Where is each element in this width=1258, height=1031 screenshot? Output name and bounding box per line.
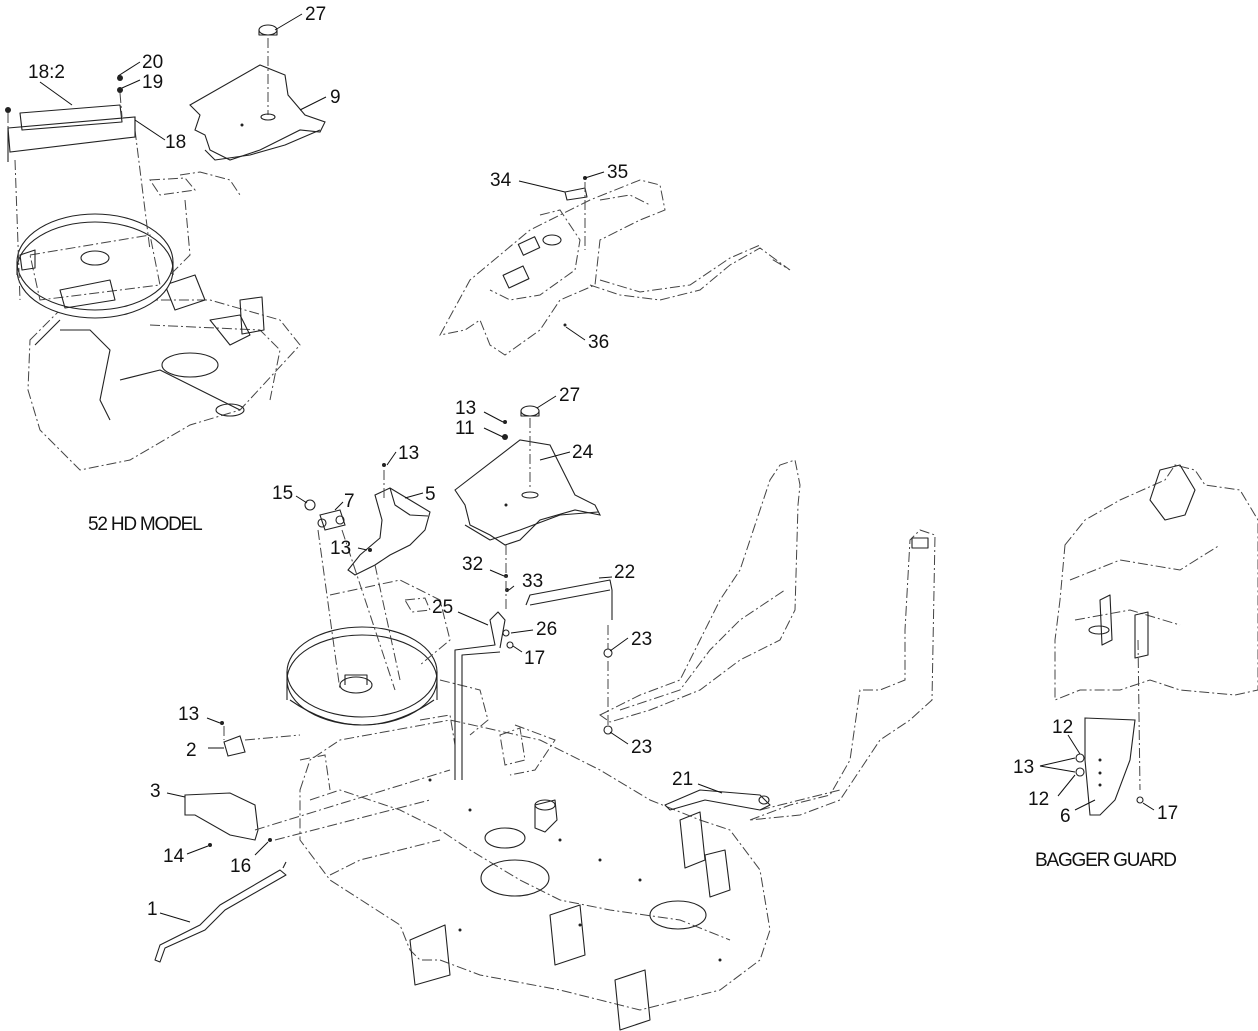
callout-14: 14 (163, 846, 185, 867)
callout-23-lower: 23 (631, 737, 652, 758)
callout-18: 18 (165, 132, 186, 153)
callout-5: 5 (425, 484, 436, 505)
callout-25: 25 (432, 597, 453, 618)
lift-arm-assembly: 21 (599, 459, 936, 821)
callout-12-upper: 12 (1052, 717, 1073, 738)
callout-32: 32 (462, 554, 483, 575)
callout-22: 22 (614, 562, 635, 583)
callout-33: 33 (522, 571, 543, 592)
callout-18-2: 18:2 (28, 62, 65, 83)
callout-13-left: 13 (178, 704, 199, 725)
cover-plate-24: 13 11 27 24 (454, 385, 601, 546)
callout-3: 3 (150, 781, 161, 802)
callout-24: 24 (572, 442, 594, 463)
hd-model-caption: 52 HD MODEL (88, 514, 202, 535)
callout-36: 36 (588, 332, 609, 353)
callout-6: 6 (1060, 806, 1071, 827)
callout-11: 11 (455, 418, 475, 439)
callout-13-mid: 13 (330, 538, 351, 559)
callout-12-lower: 12 (1028, 789, 1049, 810)
hd-model-assembly: 20 19 18:2 18 (5, 52, 301, 471)
callout-13-top: 13 (455, 398, 476, 419)
callout-13-bagger: 13 (1013, 757, 1034, 778)
cover-plate-9: 27 9 (189, 4, 341, 161)
callout-17-center: 17 (524, 648, 545, 669)
callout-2: 2 (186, 740, 197, 761)
callout-20: 20 (142, 52, 163, 73)
callout-34: 34 (490, 170, 512, 191)
callout-15: 15 (272, 483, 293, 504)
callout-21: 21 (672, 769, 693, 790)
callout-27-top: 27 (305, 4, 326, 25)
callout-13-upper: 13 (398, 443, 419, 464)
bagger-guard-caption: BAGGER GUARD (1035, 850, 1176, 871)
callout-1: 1 (147, 899, 158, 920)
callout-17-bagger: 17 (1157, 803, 1178, 824)
callout-16: 16 (230, 856, 251, 877)
bagger-guard-assembly: 12 13 12 6 17 (1013, 464, 1258, 827)
control-panel-assembly: 34 35 36 (439, 162, 791, 356)
callout-7: 7 (344, 491, 355, 512)
callout-26: 26 (536, 619, 557, 640)
callout-19: 19 (142, 72, 163, 93)
callout-35: 35 (607, 162, 628, 183)
callout-23-upper: 23 (631, 629, 652, 650)
callout-9: 9 (330, 87, 341, 108)
callout-27-center: 27 (559, 385, 580, 406)
main-deck-assembly: 13 15 7 5 13 32 33 22 25 26 17 23 23 (147, 443, 771, 1031)
